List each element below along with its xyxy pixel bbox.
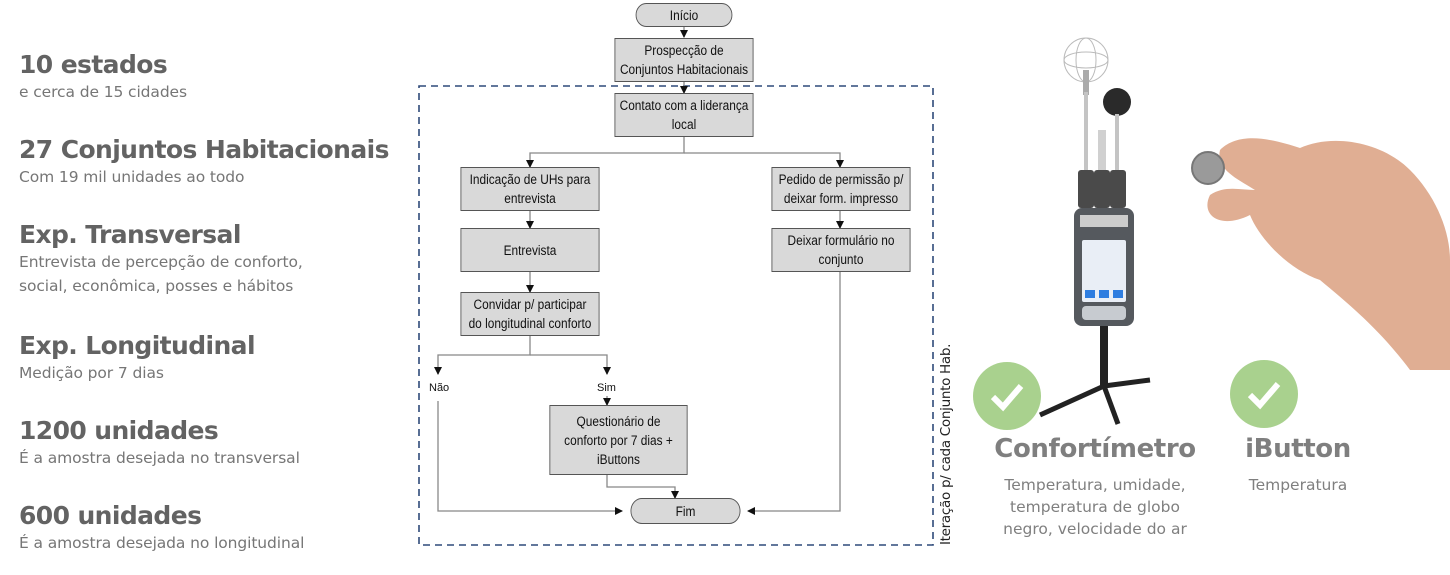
stat-desc: e cerca de 15 cidades	[19, 83, 187, 101]
flow-convidar: Convidar p/ participar do longitudinal c…	[460, 292, 600, 336]
flow-text: Contato com a liderança	[619, 98, 749, 113]
flow-text: Convidar p/ participar	[473, 297, 587, 312]
desc-line: negro, velocidade do ar	[1003, 520, 1187, 538]
flow-start-label: Início	[669, 7, 699, 23]
check-icon	[1247, 382, 1281, 410]
stat-title: 10 estados	[19, 50, 168, 79]
flow-text: Entrevista	[503, 242, 557, 258]
branch-yes-label: Sim	[597, 382, 616, 394]
stat-title: 1200 unidades	[19, 416, 219, 445]
desc-line: Temperatura	[1248, 476, 1348, 494]
flow-contato: Contato com a liderança local	[614, 93, 754, 137]
stat-desc: Com 19 mil unidades ao todo	[19, 168, 245, 186]
connector	[530, 354, 611, 375]
check-icon	[990, 384, 1024, 412]
stat-item: 600 unidades É a amostra desejada no lon…	[19, 501, 304, 555]
desc-line: temperatura de globo	[1010, 498, 1180, 516]
confortimetro-desc: Temperatura, umidade, temperatura de glo…	[975, 474, 1215, 540]
connector	[526, 137, 685, 168]
connector	[684, 152, 844, 168]
stat-desc: Entrevista de percepção de conforto,	[19, 253, 303, 271]
flow-prospeccao: Prospecção de Conjuntos Habitacionais	[614, 38, 754, 82]
stat-item: 10 estados e cerca de 15 cidades	[19, 50, 187, 104]
globe-thermometer	[1103, 88, 1131, 116]
flow-deixar: Deixar formulário no conjunto	[771, 228, 911, 272]
flow-pedido: Pedido de permissão p/ deixar form. impr…	[771, 167, 911, 211]
flow-text: do longitudinal conforto	[468, 316, 592, 331]
stat-title: 27 Conjuntos Habitacionais	[19, 135, 389, 164]
tripod-legs	[1038, 383, 1106, 418]
confortimetro-image	[1038, 37, 1151, 425]
stat-title: Exp. Longitudinal	[19, 331, 256, 360]
branch-no-label: Não	[429, 382, 450, 394]
flow-questionario: Questionário de conforto por 7 dias + iB…	[549, 405, 688, 475]
tripod-pole	[1100, 326, 1108, 388]
ibutton-hand-image	[1191, 138, 1450, 370]
loop-label: Iteração p/ cada Conjunto Hab.	[938, 343, 954, 545]
ibutton-title: iButton	[1245, 434, 1351, 464]
connector	[747, 272, 841, 515]
flow-end: Fim	[630, 498, 741, 524]
flow-end-label: Fim	[675, 503, 696, 519]
stat-desc: É a amostra desejada no transversal	[19, 449, 300, 467]
stat-item: 27 Conjuntos Habitacionais Com 19 mil un…	[19, 135, 389, 189]
flow-text: Pedido de permissão p/	[778, 172, 904, 187]
flow-text: conforto por 7 dias +	[564, 432, 673, 448]
ibutton-desc: Temperatura	[1228, 474, 1368, 496]
hand	[1207, 138, 1450, 370]
flow-entrevista: Entrevista	[460, 228, 600, 272]
flow-text: Indicação de UHs para	[469, 172, 591, 187]
flow-start: Início	[635, 3, 733, 27]
connector	[606, 475, 679, 499]
loop-boundary	[418, 85, 934, 546]
flow-indicacao: Indicação de UHs para entrevista	[460, 167, 600, 211]
stat-desc: É a amostra desejada no longitudinal	[19, 534, 305, 552]
ibutton-check	[1230, 360, 1298, 428]
confortimetro-title: Confortímetro	[994, 434, 1196, 464]
flow-text: Prospecção de	[644, 43, 724, 58]
device-screen	[1082, 240, 1126, 302]
stat-item: 1200 unidades É a amostra desejada no tr…	[19, 416, 300, 470]
flow-text: iButtons	[597, 451, 640, 467]
stat-title: Exp. Transversal	[19, 220, 241, 249]
connector	[434, 336, 531, 375]
flow-text: Deixar formulário no	[787, 233, 895, 248]
stat-item: Exp. Longitudinal Medição por 7 dias	[19, 331, 256, 385]
stat-desc: social, econômica, posses e hábitos	[19, 277, 294, 295]
confortimetro-check	[973, 362, 1041, 430]
flow-text: conjunto	[818, 252, 864, 267]
flow-text: entrevista	[504, 191, 556, 206]
desc-line: Temperatura, umidade,	[1004, 476, 1186, 494]
stat-item: Exp. Transversal Entrevista de percepção…	[19, 220, 303, 298]
stat-title: 600 unidades	[19, 501, 202, 530]
stat-desc: Medição por 7 dias	[19, 364, 164, 382]
connector	[437, 401, 623, 515]
flow-text: local	[671, 117, 697, 132]
flow-text: Conjuntos Habitacionais	[619, 62, 749, 77]
ibutton-coin	[1191, 151, 1225, 185]
flow-text: deixar form. impresso	[783, 191, 899, 206]
flow-text: Questionário de	[576, 413, 661, 429]
